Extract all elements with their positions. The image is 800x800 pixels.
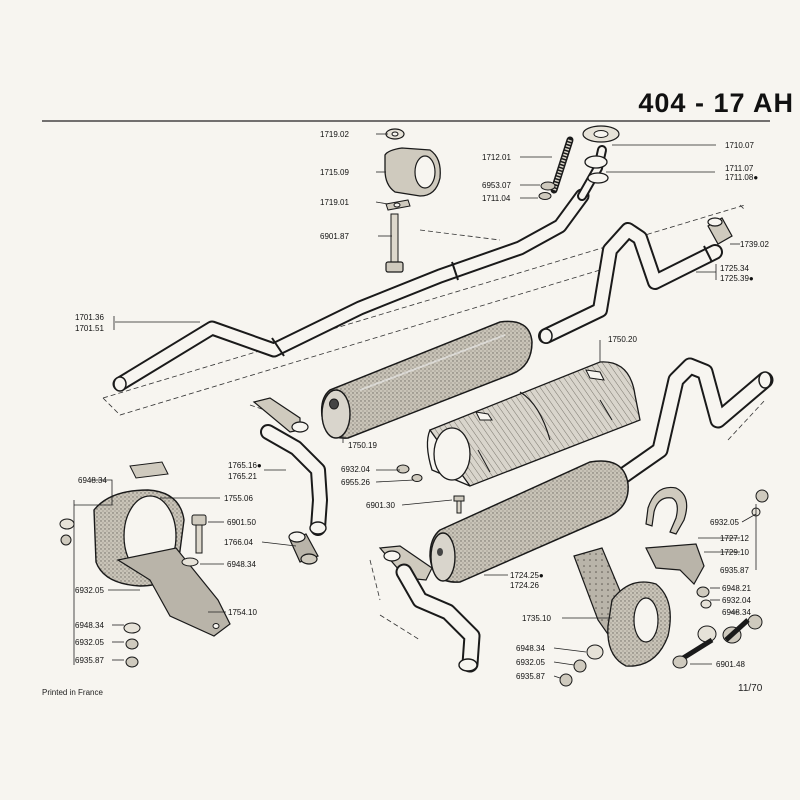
callout-1739-02: 1739.02 bbox=[740, 240, 769, 249]
callout-6948-21: 6948.21 bbox=[722, 584, 751, 593]
callout-1750-20: 1750.20 bbox=[608, 335, 637, 344]
bolt-6901-50 bbox=[181, 514, 207, 567]
clamp-1715 bbox=[384, 128, 441, 211]
callout-1725-34: 1725.34 bbox=[720, 264, 749, 273]
right-washer-stack bbox=[672, 489, 769, 669]
callout-1711-07: 1711.07 bbox=[725, 164, 754, 173]
front-outlet-pipe bbox=[252, 397, 328, 536]
bolt-6901-87 bbox=[385, 213, 404, 273]
callout-1711-08: 1711.08● bbox=[725, 173, 758, 182]
callout-6932-04-b: 6932.04 bbox=[722, 596, 751, 605]
title-model: 404 bbox=[638, 88, 687, 118]
page-title: 404 - 17 AH bbox=[638, 88, 794, 119]
callout-1715-09: 1715.09 bbox=[320, 168, 349, 177]
callout-6901-30: 6901.30 bbox=[366, 501, 395, 510]
rear-hanger-strap bbox=[573, 547, 671, 667]
callout-1719-01: 1719.01 bbox=[320, 198, 349, 207]
title-dash: - bbox=[694, 88, 705, 118]
axis-guides bbox=[102, 204, 766, 641]
callout-6932-05-c: 6932.05 bbox=[710, 518, 739, 527]
bottom-washer-stack bbox=[559, 644, 604, 687]
callout-1735-10: 1735.10 bbox=[522, 614, 551, 623]
callout-1725-39: 1725.39● bbox=[720, 274, 754, 283]
callout-1754-10: 1754.10 bbox=[228, 608, 257, 617]
callout-1712-01: 1712.01 bbox=[482, 153, 511, 162]
rear-muffler bbox=[429, 460, 629, 583]
page-number: 11/70 bbox=[738, 683, 763, 694]
callout-1701-36: 1701.36 bbox=[75, 313, 104, 322]
front-pipe bbox=[112, 188, 590, 392]
callout-1727-12: 1727.12 bbox=[720, 534, 749, 543]
callout-6948-34-a: 6948.34 bbox=[78, 476, 107, 485]
callout-1755-06: 1755.06 bbox=[224, 494, 253, 503]
callout-6901-48: 6901.48 bbox=[716, 660, 745, 669]
callout-6948-34-e: 6948.34 bbox=[516, 644, 545, 653]
callout-6948-34-c: 6948.34 bbox=[75, 621, 104, 630]
callout-6948-34-b: 6948.34 bbox=[227, 560, 256, 569]
rear-inlet-pipe bbox=[378, 545, 481, 673]
sleeve-1766 bbox=[288, 531, 319, 565]
callout-1719-02: 1719.02 bbox=[320, 130, 349, 139]
clamp-1727 bbox=[645, 486, 705, 585]
callout-6932-05-a: 6932.05 bbox=[75, 586, 104, 595]
title-variant: 17 AH bbox=[713, 88, 794, 118]
front-muffler bbox=[320, 320, 533, 439]
callout-1710-07: 1710.07 bbox=[725, 141, 754, 150]
callout-6932-05-b: 6932.05 bbox=[75, 638, 104, 647]
nut-6953 bbox=[538, 181, 556, 200]
printed-in-france-note: Printed in France bbox=[42, 688, 103, 697]
callout-6955-26: 6955.26 bbox=[341, 478, 370, 487]
tail-pipe bbox=[611, 357, 774, 487]
callout-1724-26: 1724.26 bbox=[510, 581, 539, 590]
heat-shield bbox=[426, 361, 641, 487]
front-hanger-1755 bbox=[93, 461, 231, 637]
intermediate-pipe bbox=[538, 222, 723, 344]
callout-1766-04: 1766.04 bbox=[224, 538, 253, 547]
callout-6953-07: 6953.07 bbox=[482, 181, 511, 190]
heat-shield-hardware bbox=[396, 464, 465, 514]
callout-6948-34-d: 6948.34 bbox=[722, 608, 751, 617]
callout-6932-04-a: 6932.04 bbox=[341, 465, 370, 474]
stud-1712 bbox=[550, 136, 574, 194]
callout-1711-04: 1711.04 bbox=[482, 194, 511, 203]
callout-labels: 1719.02 1715.09 1719.01 6901.87 1712.01 … bbox=[75, 130, 769, 681]
callout-6901-87: 6901.87 bbox=[320, 232, 349, 241]
callout-1765-21: 1765.21 bbox=[228, 472, 257, 481]
callout-6935-87-b: 6935.87 bbox=[720, 566, 749, 575]
callout-1765-16: 1765.16● bbox=[228, 461, 262, 470]
callout-6901-50: 6901.50 bbox=[227, 518, 256, 527]
manifold-flange bbox=[577, 125, 620, 201]
callout-1729-10: 1729.10 bbox=[720, 548, 749, 557]
callout-6932-05-d: 6932.05 bbox=[516, 658, 545, 667]
leader-lines bbox=[73, 133, 757, 679]
callout-1701-51: 1701.51 bbox=[75, 324, 104, 333]
sleeve-1739 bbox=[707, 217, 733, 245]
callout-6935-87-c: 6935.87 bbox=[516, 672, 545, 681]
callout-6935-87-a: 6935.87 bbox=[75, 656, 104, 665]
left-washer-stack bbox=[59, 518, 141, 668]
callout-1724-25: 1724.25● bbox=[510, 571, 544, 580]
callout-1750-19: 1750.19 bbox=[348, 441, 377, 450]
